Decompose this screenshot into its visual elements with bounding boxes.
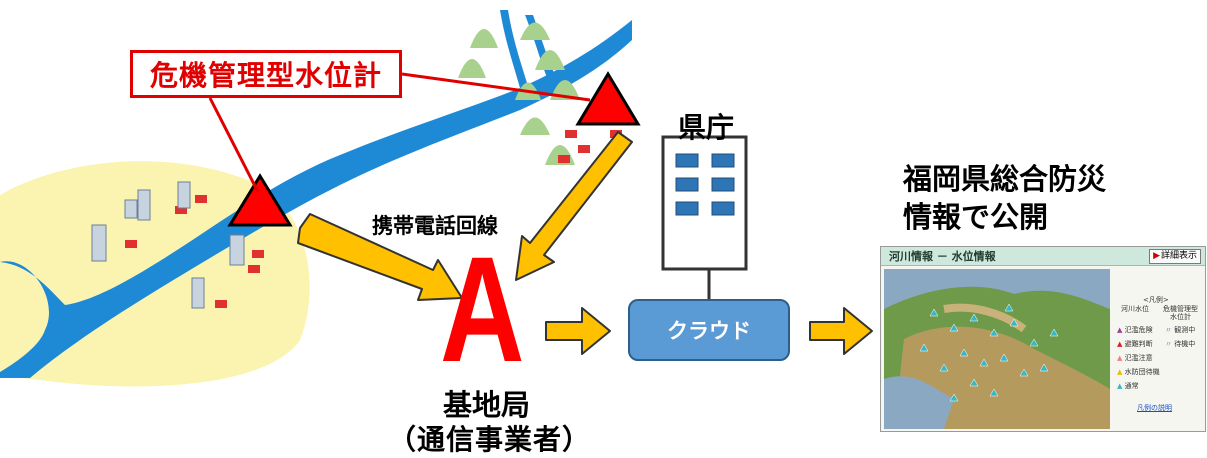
legend-triangle-icon: ▲ (1117, 340, 1123, 348)
prefecture-office-label: 県庁 (678, 111, 735, 144)
arrow-sensor-to-base (297, 213, 463, 301)
legend-col-crisis-1: 危機管理型 (1163, 305, 1198, 313)
info-title: 河川情報 － 水位情報 (889, 250, 996, 263)
legend-triangle-icon: ▲ (1117, 368, 1123, 376)
river (0, 20, 632, 378)
detail-button[interactable]: ▶詳細表示 (1149, 249, 1201, 264)
water-level-sensor-icon (227, 173, 293, 227)
public-info-line-2: 情報で公開 (903, 200, 1049, 234)
legend-title: <凡例> (1143, 296, 1169, 304)
legend-item: ▲ 氾濫危険 (1117, 326, 1153, 334)
legend-item: ▲ 氾濫注意 (1117, 354, 1153, 362)
sensor-label: 危機管理型水位計 (130, 50, 402, 98)
legend-help-link[interactable]: 凡例の説明 (1137, 404, 1172, 412)
legend-status-standby: 〃 待機中 (1165, 340, 1196, 348)
base-station-letter: A (440, 225, 525, 393)
arrow-sensor2-to-base (515, 131, 633, 281)
office-building-icon (661, 135, 748, 299)
legend-item: ▲ 避難判断 (1117, 340, 1153, 348)
legend: <凡例> 河川水位 危機管理型 水位計 ▲ 氾濫危険 ▲ 避難判断 ▲ 氾濫注意… (1113, 269, 1203, 429)
hills-icon (458, 22, 580, 165)
public-info-label: 福岡県総合防災 情報で公開 (903, 160, 1106, 236)
base-station-label: 基地局 (443, 388, 531, 422)
river-tributary (500, 10, 528, 88)
water-level-sensor-icon (575, 71, 641, 126)
connector-line (208, 97, 260, 193)
mobile-line-label: 携帯電話回線 (372, 214, 498, 238)
cloud-box: クラウド (628, 299, 790, 361)
play-icon: ▶ (1153, 251, 1160, 261)
river-info-screenshot: 河川情報 － 水位情報 ▶詳細表示 <凡例> 河川水位 危機管理型 水位計 ▲ … (880, 246, 1206, 432)
legend-col-crisis-2: 水位計 (1170, 313, 1191, 321)
apartment-buildings-icon (91, 181, 245, 309)
legend-item: ▲ 通常 (1117, 382, 1139, 390)
connector-line (401, 72, 591, 102)
river-map (884, 269, 1110, 429)
legend-col-river: 河川水位 (1121, 305, 1149, 313)
arrow-base-to-cloud (545, 307, 611, 355)
legend-status-observing: 〃 観測中 (1165, 326, 1196, 334)
legend-triangle-icon: ▲ (1117, 354, 1123, 362)
legend-triangle-icon: ▲ (1117, 326, 1123, 334)
legend-item: ▲ 水防団待機 (1117, 368, 1160, 376)
info-header: 河川情報 － 水位情報 ▶詳細表示 (881, 247, 1205, 266)
carrier-label: （通信事業者） (388, 423, 592, 456)
arrow-cloud-to-public (809, 307, 873, 355)
public-info-line-1: 福岡県総合防災 (903, 162, 1107, 196)
detail-button-label: 詳細表示 (1160, 251, 1197, 261)
legend-triangle-icon: ▲ (1117, 382, 1123, 390)
